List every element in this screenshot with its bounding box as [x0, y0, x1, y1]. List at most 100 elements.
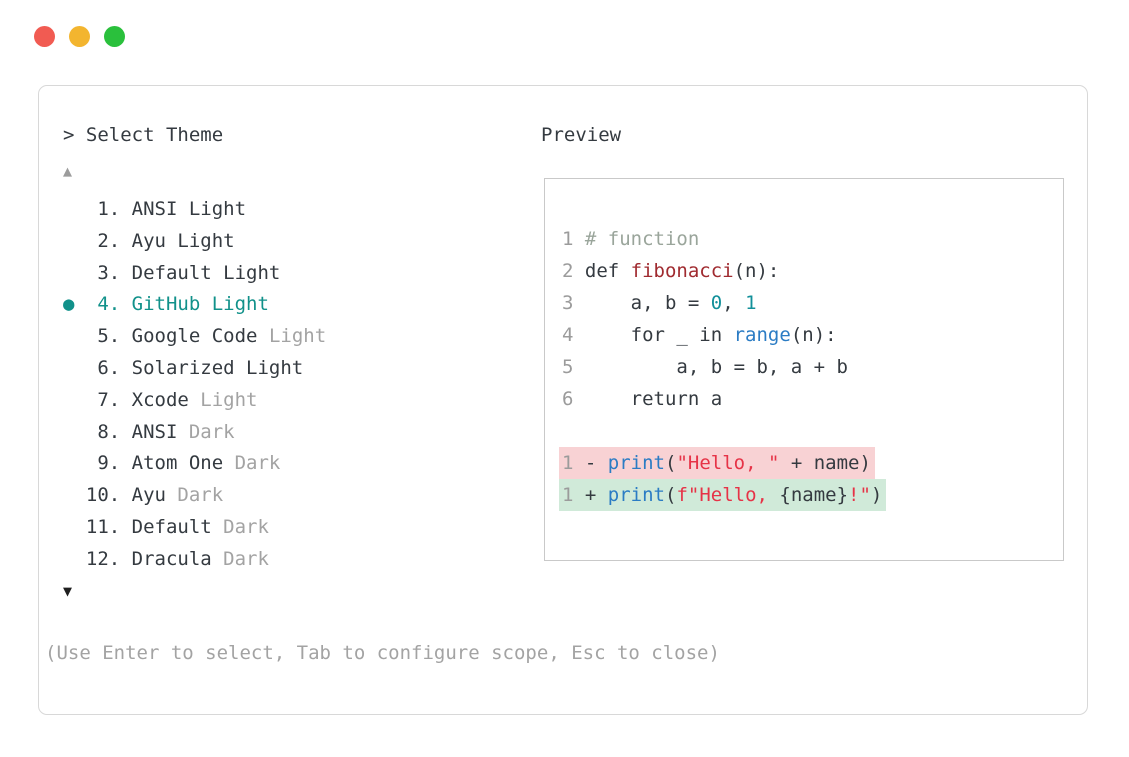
theme-name: GitHub Light: [131, 293, 269, 316]
token-plain: -: [584, 452, 608, 474]
theme-name: Xcode: [131, 388, 201, 411]
theme-variant-muted: Light: [200, 388, 258, 411]
theme-name: Solarized Light: [131, 356, 304, 379]
code-line-content: 1 + print(f"Hello, {name}!"): [559, 479, 887, 511]
bullet-gutter: [63, 516, 86, 538]
token-plain: + name): [779, 452, 871, 474]
diff-line-added: 1 + print(f"Hello, {name}!"): [559, 479, 1063, 511]
token-plain: def: [584, 260, 631, 282]
theme-item[interactable]: 11. Default Dark: [63, 512, 326, 544]
code-line-content: 1 - print("Hello, " + name): [559, 447, 875, 479]
theme-item[interactable]: 6. Solarized Light: [63, 353, 326, 385]
theme-number: 8.: [85, 420, 132, 443]
token-plain: a, b = b, a + b: [584, 356, 848, 378]
line-number: 1: [562, 484, 585, 506]
code-line: 4 for _ in range(n):: [559, 319, 1063, 351]
theme-name: Atom One: [131, 452, 235, 475]
token-string: "Hello, ": [676, 452, 780, 474]
theme-number: 11.: [85, 515, 132, 538]
theme-item[interactable]: 9. Atom One Dark: [63, 448, 326, 480]
bullet-gutter: [63, 421, 86, 443]
bullet-gutter: [63, 484, 86, 506]
code-line-content: 5 a, b = b, a + b: [559, 351, 852, 383]
theme-name: Google Code: [131, 325, 269, 348]
theme-number: 2.: [85, 229, 132, 252]
line-number: 3: [562, 292, 585, 314]
token-builtin: print: [607, 452, 665, 474]
preview-label: Preview: [541, 124, 622, 146]
bullet-gutter: [63, 198, 86, 220]
token-comment: # function: [584, 228, 700, 250]
close-button[interactable]: [34, 26, 55, 47]
code-line: 3 a, b = 0, 1: [559, 287, 1063, 319]
theme-item[interactable]: 7. Xcode Light: [63, 385, 326, 417]
theme-item[interactable]: 8. ANSI Dark: [63, 417, 326, 449]
theme-item[interactable]: 12. Dracula Dark: [63, 544, 326, 576]
token-plain: (: [664, 484, 677, 506]
theme-item[interactable]: 5. Google Code Light: [63, 321, 326, 353]
theme-number: 4.: [85, 293, 132, 316]
theme-variant-muted: Dark: [188, 420, 235, 443]
theme-number: 1.: [85, 198, 132, 220]
token-string: !": [848, 484, 871, 506]
token-plain: return a: [584, 388, 723, 410]
theme-number: 6.: [85, 356, 132, 379]
token-plain: ): [870, 484, 883, 506]
theme-name: Dracula: [131, 547, 224, 570]
theme-name: Default Light: [131, 261, 281, 284]
theme-name: Ayu Light: [131, 229, 235, 252]
token-builtin: range: [733, 324, 791, 346]
diff-line-removed: 1 - print("Hello, " + name): [559, 447, 1063, 479]
token-plain: ,: [722, 292, 746, 314]
code-line: 5 a, b = b, a + b: [559, 351, 1063, 383]
theme-number: 3.: [85, 261, 132, 284]
token-number: 0: [710, 292, 723, 314]
theme-variant-muted: Light: [268, 325, 327, 348]
selected-bullet-icon: ●: [63, 293, 86, 316]
theme-item[interactable]: 10. Ayu Dark: [63, 480, 326, 512]
bullet-gutter: [63, 230, 86, 252]
line-number: 5: [562, 356, 585, 378]
bullet-gutter: [63, 452, 86, 474]
bullet-gutter: [63, 389, 86, 411]
line-number: 2: [562, 260, 585, 282]
token-plain: (n):: [733, 260, 780, 282]
token-plain: +: [584, 484, 608, 506]
window-controls: [34, 26, 125, 47]
theme-picker-window: > Select Theme ▲ 1. ANSI Light 2. Ayu Li…: [38, 85, 1088, 715]
zoom-button[interactable]: [104, 26, 125, 47]
theme-item[interactable]: 3. Default Light: [63, 258, 326, 290]
theme-variant-muted: Dark: [223, 547, 269, 570]
theme-item[interactable]: 2. Ayu Light: [63, 226, 326, 258]
bullet-gutter: [63, 325, 86, 347]
bullet-gutter: [63, 357, 86, 379]
minimize-button[interactable]: [69, 26, 90, 47]
token-number: 1: [745, 292, 757, 314]
token-plain: a, b =: [584, 292, 711, 314]
theme-variant-muted: Dark: [223, 515, 269, 538]
theme-list: 1. ANSI Light 2. Ayu Light 3. Default Li…: [63, 194, 326, 576]
theme-number: 10.: [85, 484, 132, 507]
bullet-gutter: [63, 548, 86, 570]
code-line-content: 4 for _ in range(n):: [559, 319, 841, 351]
token-plain: (n):: [790, 324, 837, 346]
token-plain: {name}: [779, 484, 849, 506]
theme-number: 7.: [85, 388, 132, 411]
scroll-up-icon[interactable]: ▲: [63, 162, 73, 180]
theme-name: Ayu: [131, 484, 178, 507]
code-line: 6 return a: [559, 383, 1063, 415]
line-number: 6: [562, 388, 585, 410]
token-func: fibonacci: [630, 260, 734, 282]
theme-item[interactable]: ● 4. GitHub Light: [63, 289, 326, 321]
theme-number: 9.: [85, 452, 132, 475]
theme-item[interactable]: 1. ANSI Light: [63, 194, 326, 226]
theme-number: 5.: [85, 325, 132, 348]
line-number: 4: [562, 324, 585, 346]
scroll-down-icon[interactable]: ▼: [63, 582, 73, 600]
theme-variant-muted: Dark: [234, 452, 281, 475]
code-line-content: 1 # function: [559, 223, 703, 255]
theme-name: ANSI Light: [131, 198, 247, 220]
